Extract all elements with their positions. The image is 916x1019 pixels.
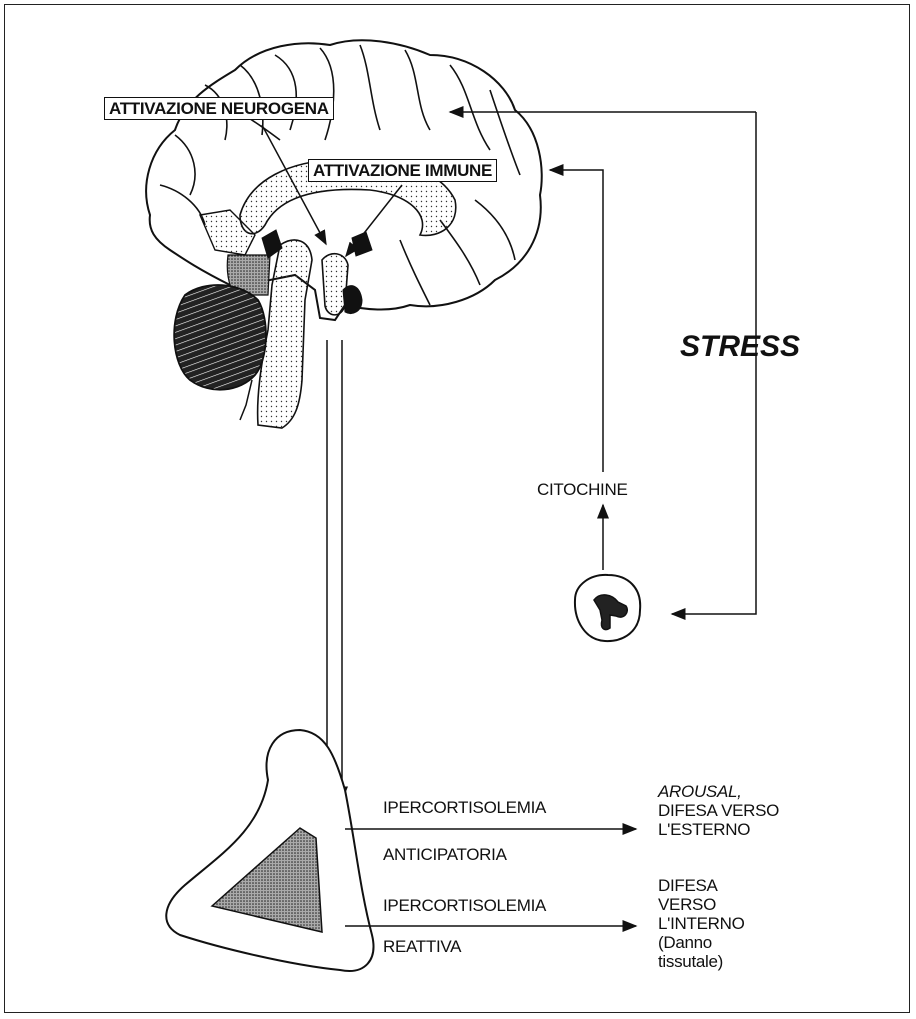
spinal-line	[240, 380, 252, 420]
outcome-internal-line2: VERSO	[658, 895, 745, 914]
stress-line	[672, 112, 756, 614]
cytokine-line	[550, 170, 603, 472]
outcome-internal-line5: tissutale)	[658, 952, 745, 971]
outcome-external-line3: L'ESTERNO	[658, 820, 779, 839]
reactive-label: REATTIVA	[383, 937, 461, 956]
outcome-external-line2: DIFESA VERSO	[658, 801, 779, 820]
immune-cell-drawing	[575, 575, 640, 641]
stress-label: STRESS	[680, 337, 800, 356]
outcome-internal-line1: DIFESA	[658, 876, 745, 895]
cerebellum	[174, 285, 266, 390]
outcome-external-defense: AROUSAL, DIFESA VERSO L'ESTERNO	[658, 782, 779, 839]
hypercortisolemia-label-2: IPERCORTISOLEMIA	[383, 896, 546, 915]
outcome-internal-defense: DIFESA VERSO L'INTERNO (Danno tissutale)	[658, 876, 745, 971]
immune-activation-label: ATTIVAZIONE IMMUNE	[308, 159, 497, 182]
pituitary	[343, 286, 362, 314]
outcome-arousal-line: AROUSAL,	[658, 782, 779, 801]
outcome-internal-line3: L'INTERNO	[658, 914, 745, 933]
neurogenic-activation-label: ATTIVAZIONE NEUROGENA	[104, 97, 334, 120]
anticipatory-label: ANTICIPATORIA	[383, 845, 507, 864]
outcome-internal-line4: (Danno	[658, 933, 745, 952]
hypercortisolemia-label-1: IPERCORTISOLEMIA	[383, 798, 546, 817]
cytokines-label: CITOCHINE	[537, 480, 628, 499]
cytokine-path	[550, 170, 603, 570]
